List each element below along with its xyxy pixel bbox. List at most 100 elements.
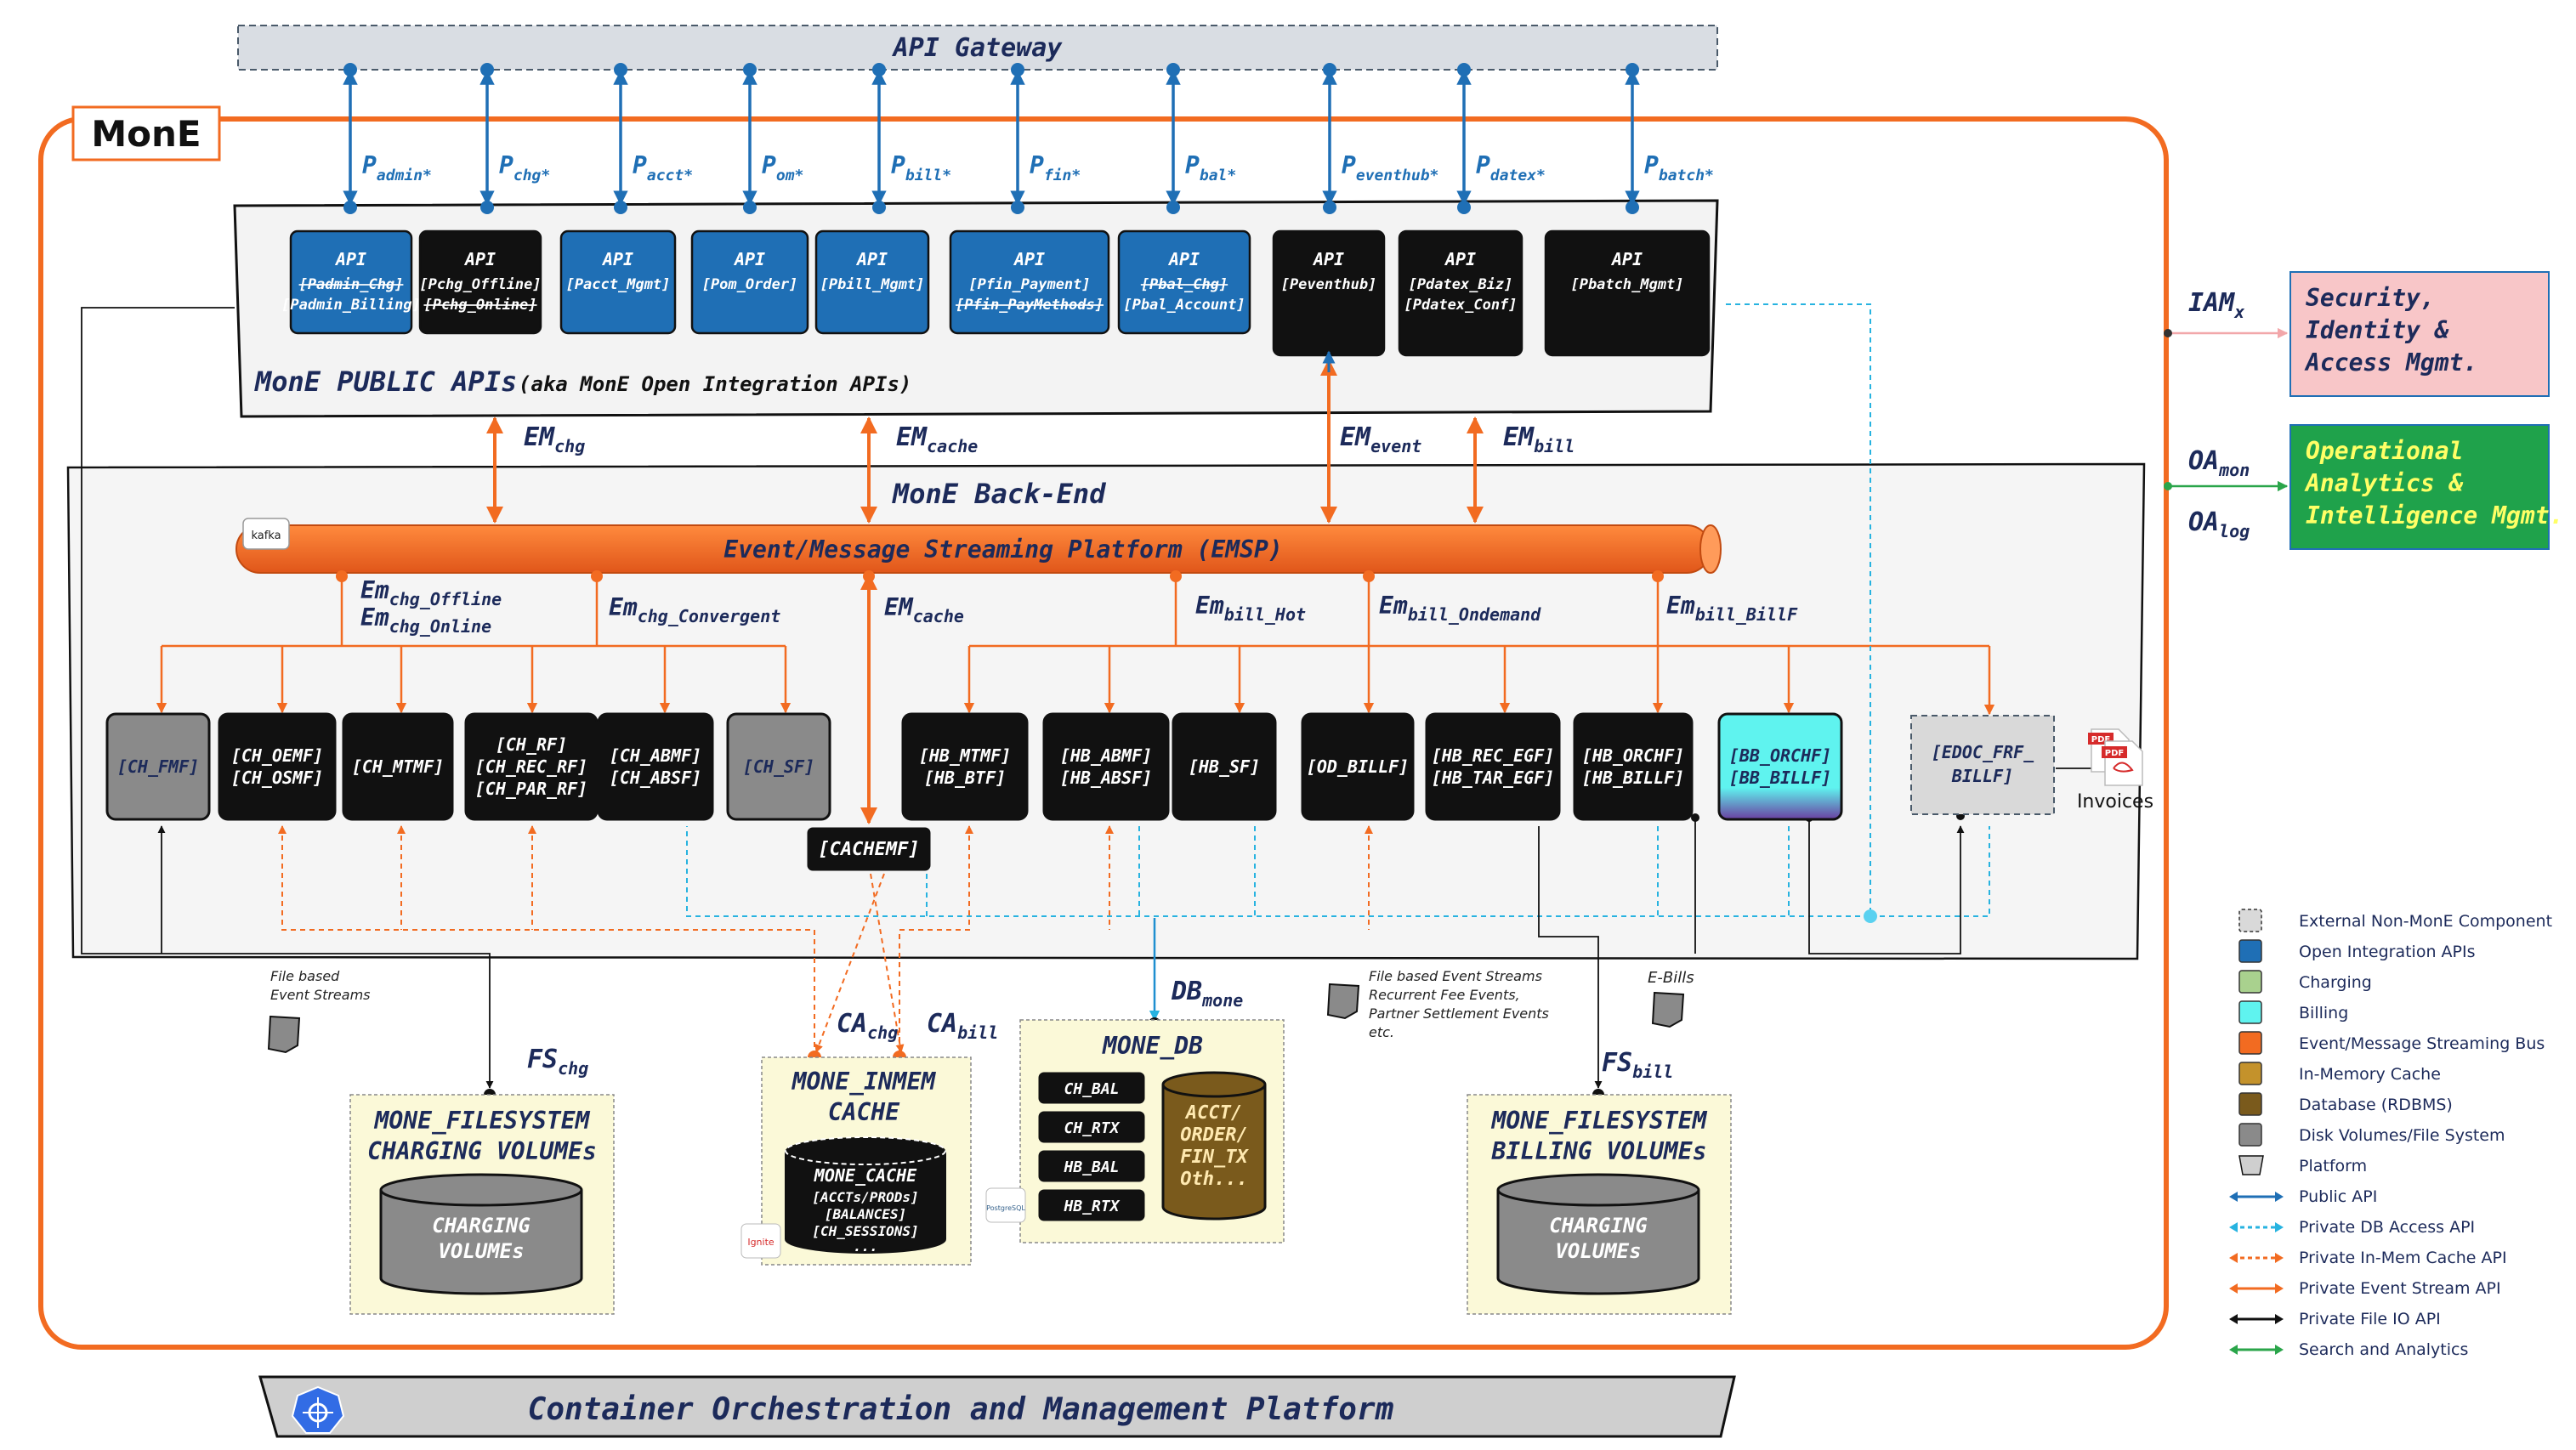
- fs-bill-cyl-1: CHARGING: [1549, 1214, 1648, 1238]
- kafka-label: kafka: [251, 530, 281, 542]
- billing-volume-cylinder: CHARGING VOLUMEs: [1496, 1173, 1700, 1295]
- api-box-pbal_chg[interactable]: API[Pbal_Chg][Pbal_Account]: [1117, 229, 1251, 335]
- oa-mon-label: OAmon: [2188, 446, 2250, 480]
- api-box-head: API: [463, 249, 496, 269]
- api-box-head: API: [733, 249, 765, 269]
- em-chg-label: EMchg: [524, 422, 585, 456]
- analytics-line-1: Operational: [2306, 437, 2463, 465]
- function-box-line: [BB_ORCHF]: [1729, 745, 1831, 766]
- invoices-label: Invoices: [2077, 791, 2153, 813]
- edoc-line-2: BILLF]: [1951, 766, 2013, 786]
- file-streams-right-4: etc.: [1369, 1024, 1394, 1040]
- charging-volume-cylinder: CHARGING VOLUMEs: [379, 1173, 583, 1295]
- function-box-line: [CH_OEMF]: [231, 745, 323, 766]
- function-box-bb_orchf[interactable]: [BB_ORCHF][BB_BILLF]: [1717, 712, 1843, 821]
- api-box-line: [Peventhub]: [1281, 276, 1377, 293]
- file-streams-note-1: File based: [270, 968, 340, 984]
- function-box-ch_rf[interactable]: [CH_RF][CH_REC_RF][CH_PAR_RF]: [464, 712, 599, 821]
- api-box-head: API: [1610, 249, 1643, 269]
- api-box-pacct_mgmt[interactable]: API[Pacct_Mgmt]: [559, 229, 677, 335]
- kubernetes-icon: [291, 1385, 345, 1434]
- analytics-box: [2289, 424, 2550, 550]
- legend-label: In-Memory Cache: [2299, 1065, 2441, 1084]
- db-cyl-2: ORDER/: [1180, 1124, 1247, 1146]
- api-box-padmin_chg[interactable]: API[Padmin_Chg][Padmin_Billing]: [281, 229, 421, 335]
- legend-label: External Non-MonE Component: [2299, 912, 2552, 931]
- db-table-label: CH_BAL: [1064, 1080, 1119, 1098]
- function-box-line: [HB_REC_EGF]: [1432, 745, 1555, 766]
- function-box-hb_mtmf[interactable]: [HB_MTMF][HB_BTF]: [901, 712, 1029, 821]
- port-label: Peventhub*: [1342, 151, 1438, 184]
- legend-label: Public API: [2299, 1187, 2377, 1206]
- api-box-pom_order[interactable]: API[Pom_Order]: [690, 229, 809, 335]
- function-box-line: [HB_BTF]: [924, 767, 1006, 788]
- function-box-hb_orchf[interactable]: [HB_ORCHF][HB_BILLF]: [1573, 712, 1694, 821]
- function-box-line: [HB_ABMF]: [1060, 745, 1152, 766]
- legend-item: Platform: [2238, 1155, 2367, 1175]
- platform-bar: Container Orchestration and Management P…: [258, 1375, 1736, 1438]
- db-title: MONE_DB: [1102, 1032, 1203, 1060]
- port-label: Pbill*: [891, 151, 951, 184]
- api-box-line: [Pdatex_Conf]: [1404, 297, 1517, 314]
- public-apis-title: MonE PUBLIC APIs: [254, 365, 517, 398]
- cache-cyl-1: [ACCTs/PRODs]: [812, 1189, 918, 1205]
- function-box-line: [CH_PAR_RF]: [475, 779, 587, 799]
- public-apis-subtitle: (aka MonE Open Integration APIs): [519, 372, 911, 396]
- db-mone-label: DBmone: [1171, 977, 1243, 1011]
- file-streams-note-2: Event Streams: [270, 987, 371, 1003]
- cache-title-1: MONE_INMEM: [792, 1068, 937, 1096]
- connections: [81, 303, 2289, 1101]
- function-box-line: [CH_RF]: [496, 734, 567, 755]
- function-box-line: [CH_MTMF]: [352, 756, 444, 777]
- legend-label: Private In-Mem Cache API: [2299, 1249, 2507, 1267]
- legend-item: Public API: [2229, 1187, 2377, 1206]
- api-box-line: [Pbal_Account]: [1123, 297, 1245, 314]
- function-box-od_billf[interactable]: [OD_BILLF]: [1301, 712, 1415, 821]
- function-box-line: [HB_ORCHF]: [1582, 745, 1684, 766]
- function-box-hb_abmf[interactable]: [HB_ABMF][HB_ABSF]: [1042, 712, 1170, 821]
- storage-labels: FSchg CAchg CAbill DBmone FSbill: [527, 977, 1673, 1082]
- api-box-head: API: [1444, 249, 1476, 269]
- api-box-pbill_mgmt[interactable]: API[Pbill_Mgmt]: [814, 229, 930, 335]
- em-bill-billf-label: Embill_BillF: [1666, 592, 1798, 625]
- em-chg-online-label: Emchg_Online: [360, 603, 491, 637]
- right-side: IAMx Security, Identity & Access Mgmt. O…: [2188, 271, 2563, 550]
- db-table-hb_rtx: HB_RTX: [1038, 1189, 1145, 1221]
- invoices: PDF PDF Invoices: [2077, 728, 2153, 813]
- api-box-pbatch_mgmt[interactable]: API[Pbatch_Mgmt]: [1544, 229, 1711, 357]
- security-box: [2289, 271, 2550, 397]
- pdf-icon: PDF PDF: [2088, 728, 2143, 786]
- function-box-ch_oemf[interactable]: [CH_OEMF][CH_OSMF]: [218, 712, 337, 821]
- notes: File based Event Streams File based Even…: [267, 968, 1694, 1054]
- function-box-hb_rec_egf[interactable]: [HB_REC_EGF][HB_TAR_EGF]: [1425, 712, 1561, 821]
- fs-chg-label: FSchg: [527, 1045, 588, 1079]
- mone-label: MonE: [91, 113, 201, 155]
- port-label: Pom*: [762, 151, 803, 184]
- api-box-peventhub[interactable]: API [Peventhub]: [1272, 229, 1386, 357]
- function-box-line: [CH_ABSF]: [610, 767, 701, 788]
- function-box-line: [CH_REC_RF]: [475, 756, 587, 777]
- file-streams-right-3: Partner Settlement Events: [1369, 1005, 1549, 1022]
- legend-label: Private DB Access API: [2299, 1218, 2475, 1237]
- api-box-pfin_payment[interactable]: API[Pfin_Payment][Pfin_PayMethods]: [949, 229, 1110, 335]
- function-box-hb_sf[interactable]: [HB_SF]: [1172, 712, 1277, 821]
- postgres-logo: [985, 1187, 1026, 1223]
- legend-item: Event/Message Streaming Bus: [2238, 1031, 2545, 1055]
- cache-cyl-2: [BALANCES]: [825, 1206, 906, 1222]
- legend-item: Database (RDBMS): [2238, 1092, 2453, 1116]
- api-box-pchg_offline[interactable]: API[Pchg_Offline][Pchg_Online]: [418, 229, 542, 335]
- function-box-ch_mtmf[interactable]: [CH_MTMF]: [342, 712, 454, 821]
- function-box-ch_sf[interactable]: [CH_SF]: [726, 712, 831, 821]
- em-bill-label: EMbill: [1503, 422, 1575, 456]
- db-cyl-4: Oth...: [1180, 1169, 1247, 1190]
- api-box-line: [Pchg_Offline]: [419, 276, 541, 293]
- api-box-line: [Pacct_Mgmt]: [566, 276, 671, 293]
- svg-text:PDF: PDF: [2105, 749, 2124, 758]
- function-box-line: [CH_SF]: [743, 756, 814, 777]
- api-box-head: API: [1312, 249, 1344, 269]
- api-box-pdatex_biz[interactable]: API[Pdatex_Biz][Pdatex_Conf]: [1398, 229, 1523, 357]
- function-box-ch_fmf[interactable]: [CH_FMF]: [105, 712, 211, 821]
- function-box-ch_abmf[interactable]: [CH_ABMF][CH_ABSF]: [597, 712, 714, 821]
